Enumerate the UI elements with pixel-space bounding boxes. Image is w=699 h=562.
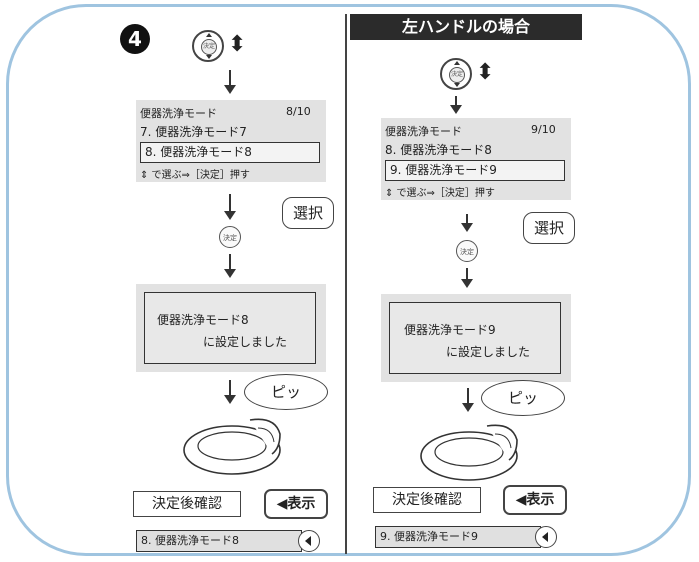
menu-header: 便器洗浄モード [385,125,462,138]
menu-page: 8/10 [286,105,311,118]
dial-up-icon [454,61,460,65]
confirm-button-icon: 決定 [219,226,241,248]
dial-down-icon [454,83,460,87]
menu-screen: 便器洗浄モード 9/10 8. 便器洗浄モード8 9. 便器洗浄モード9 ⇕ で… [381,118,571,200]
confirm-screen: 便器洗浄モード9 に設定しました [381,294,571,382]
dial-up-icon [206,33,212,37]
confirm-line-2: に設定しました [203,335,288,349]
beep-bubble: ピッ [244,374,328,410]
back-button-icon[interactable] [535,526,557,548]
beep-bubble: ピッ [481,380,565,416]
menu-page: 9/10 [531,123,556,136]
toilet-seat-icon [183,418,281,475]
flow-arrow-1 [224,70,236,94]
remote-dial-icon: 決定 [440,58,472,90]
confirm-button-icon: 決定 [456,240,478,262]
status-display: 8. 便器洗浄モード8 [136,530,302,552]
right-column: 決定 ⬍ 便器洗浄モード 9/10 8. 便器洗浄モード8 9. 便器洗浄モード… [345,0,699,562]
rounded-frame [6,4,691,556]
select-callout: 選択 [523,212,575,244]
confirm-line-2: に設定しました [446,345,531,359]
menu-header: 便器洗浄モード [140,107,217,120]
confirm-line-1: 便器洗浄モード9 [404,323,496,337]
menu-row-selected: 9. 便器洗浄モード9 [385,160,565,181]
column-divider [345,14,347,554]
confirm-line-1: 便器洗浄モード8 [157,313,249,327]
select-callout: 選択 [282,197,334,229]
after-confirm-label: 決定後確認 [373,487,481,513]
flow-arrow-4 [462,388,474,412]
left-column: 4 決定 ⬍ 便器洗浄モード 8/10 7. 便器洗浄モード7 8. 便器洗浄モ… [0,0,345,562]
menu-screen: 便器洗浄モード 8/10 7. 便器洗浄モード7 8. 便器洗浄モード8 ⇕ で… [136,100,326,182]
flow-arrow-1 [450,96,462,114]
flow-arrow-2 [461,214,473,232]
menu-footer: ⇕ で選ぶ⇒［決定］押す [385,188,495,199]
menu-row-selected: 8. 便器洗浄モード8 [140,142,320,163]
left-handle-header: 左ハンドルの場合 [350,14,582,40]
display-button[interactable]: ◀表示 [503,485,567,515]
after-confirm-label: 決定後確認 [133,491,241,517]
menu-row: 8. 便器洗浄モード8 [385,143,492,157]
dial-down-icon [206,55,212,59]
confirm-screen: 便器洗浄モード8 に設定しました [136,284,326,372]
up-down-arrow-icon: ⬍ [476,60,495,85]
confirm-message-box: 便器洗浄モード9 に設定しました [389,302,561,374]
menu-footer: ⇕ で選ぶ⇒［決定］押す [140,170,250,181]
back-button-icon[interactable] [298,530,320,552]
remote-dial-icon: 決定 [192,30,224,62]
up-down-arrow-icon: ⬍ [228,32,247,57]
dial-center-label: 決定 [201,39,217,55]
flow-arrow-3 [461,268,473,288]
display-button[interactable]: ◀表示 [264,489,328,519]
flow-arrow-2 [224,194,236,220]
step-number-badge: 4 [120,24,150,54]
status-display: 9. 便器洗浄モード9 [375,526,541,548]
menu-row: 7. 便器洗浄モード7 [140,125,247,139]
toilet-seat-icon [420,424,518,481]
flow-arrow-3 [224,254,236,278]
confirm-message-box: 便器洗浄モード8 に設定しました [144,292,316,364]
flow-arrow-4 [224,380,236,404]
dial-center-label: 決定 [449,67,465,83]
